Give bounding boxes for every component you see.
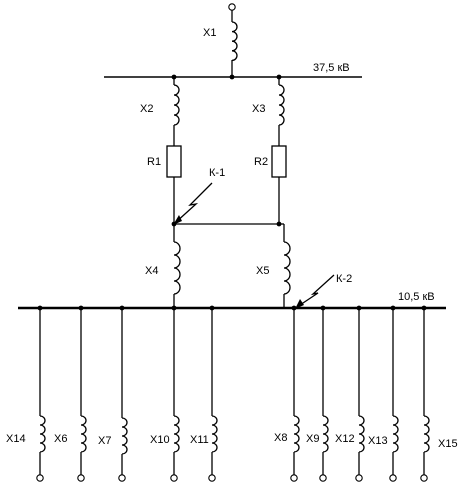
x2-label: X2	[140, 103, 153, 115]
x3-inductor	[278, 84, 285, 126]
x7-inductor	[121, 417, 128, 455]
x8-label: X8	[274, 432, 287, 444]
x12-label: X12	[335, 433, 355, 445]
x11-inductor	[211, 415, 218, 453]
feeder-group: X14 X6 X7 X10 X11 X8 X9 X12 X13 X15	[6, 305, 458, 482]
x14-inductor	[39, 415, 46, 453]
r2-resistor	[271, 145, 287, 178]
k2-label: К-2	[336, 273, 352, 285]
x11-label: X11	[190, 434, 209, 446]
k2-arrowhead	[295, 299, 304, 309]
x10-inductor	[173, 415, 180, 453]
x1-inductor	[231, 21, 238, 62]
x5-inductor	[283, 241, 291, 295]
hv-node-x1	[229, 74, 235, 80]
k1-arrowhead	[173, 215, 182, 225]
x4-inductor	[173, 241, 181, 295]
x14-label: X14	[6, 433, 26, 445]
x3-label: X3	[252, 103, 265, 115]
x14-terminal	[36, 474, 44, 482]
x9-terminal	[319, 474, 327, 482]
x9-inductor	[322, 415, 329, 453]
r1-resistor	[166, 145, 182, 178]
x9-label: X9	[306, 433, 319, 445]
x6-label: X6	[54, 433, 67, 445]
x12-terminal	[355, 474, 363, 482]
x15-inductor	[423, 415, 430, 453]
x7-terminal	[118, 474, 126, 482]
r1-label: R1	[147, 156, 161, 168]
hv-bus-label: 37,5 кВ	[313, 62, 350, 74]
x1-label: X1	[203, 27, 216, 39]
x8-terminal	[290, 474, 298, 482]
x11-terminal	[208, 474, 216, 482]
x10-terminal	[170, 474, 178, 482]
k1-fault-arrow	[174, 182, 213, 224]
x13-inductor	[392, 415, 399, 453]
x15-terminal	[420, 474, 428, 482]
x10-label: X10	[150, 434, 170, 446]
r2-label: R2	[254, 156, 268, 168]
x15-label: X15	[438, 438, 458, 450]
x12-inductor	[358, 415, 365, 453]
x6-terminal	[77, 474, 85, 482]
x13-label: X13	[368, 435, 388, 447]
k1-label: К-1	[209, 167, 225, 179]
x6-inductor	[80, 415, 87, 453]
k2-fault-arrow	[296, 274, 335, 308]
x13-terminal	[389, 474, 397, 482]
x7-label: X7	[98, 435, 111, 447]
x4-label: X4	[145, 265, 158, 277]
lv-bus-label: 10,5 кВ	[398, 291, 435, 303]
source-terminal	[228, 3, 236, 11]
x8-inductor	[293, 415, 300, 453]
x2-inductor	[173, 84, 180, 126]
x5-label: X5	[256, 265, 269, 277]
